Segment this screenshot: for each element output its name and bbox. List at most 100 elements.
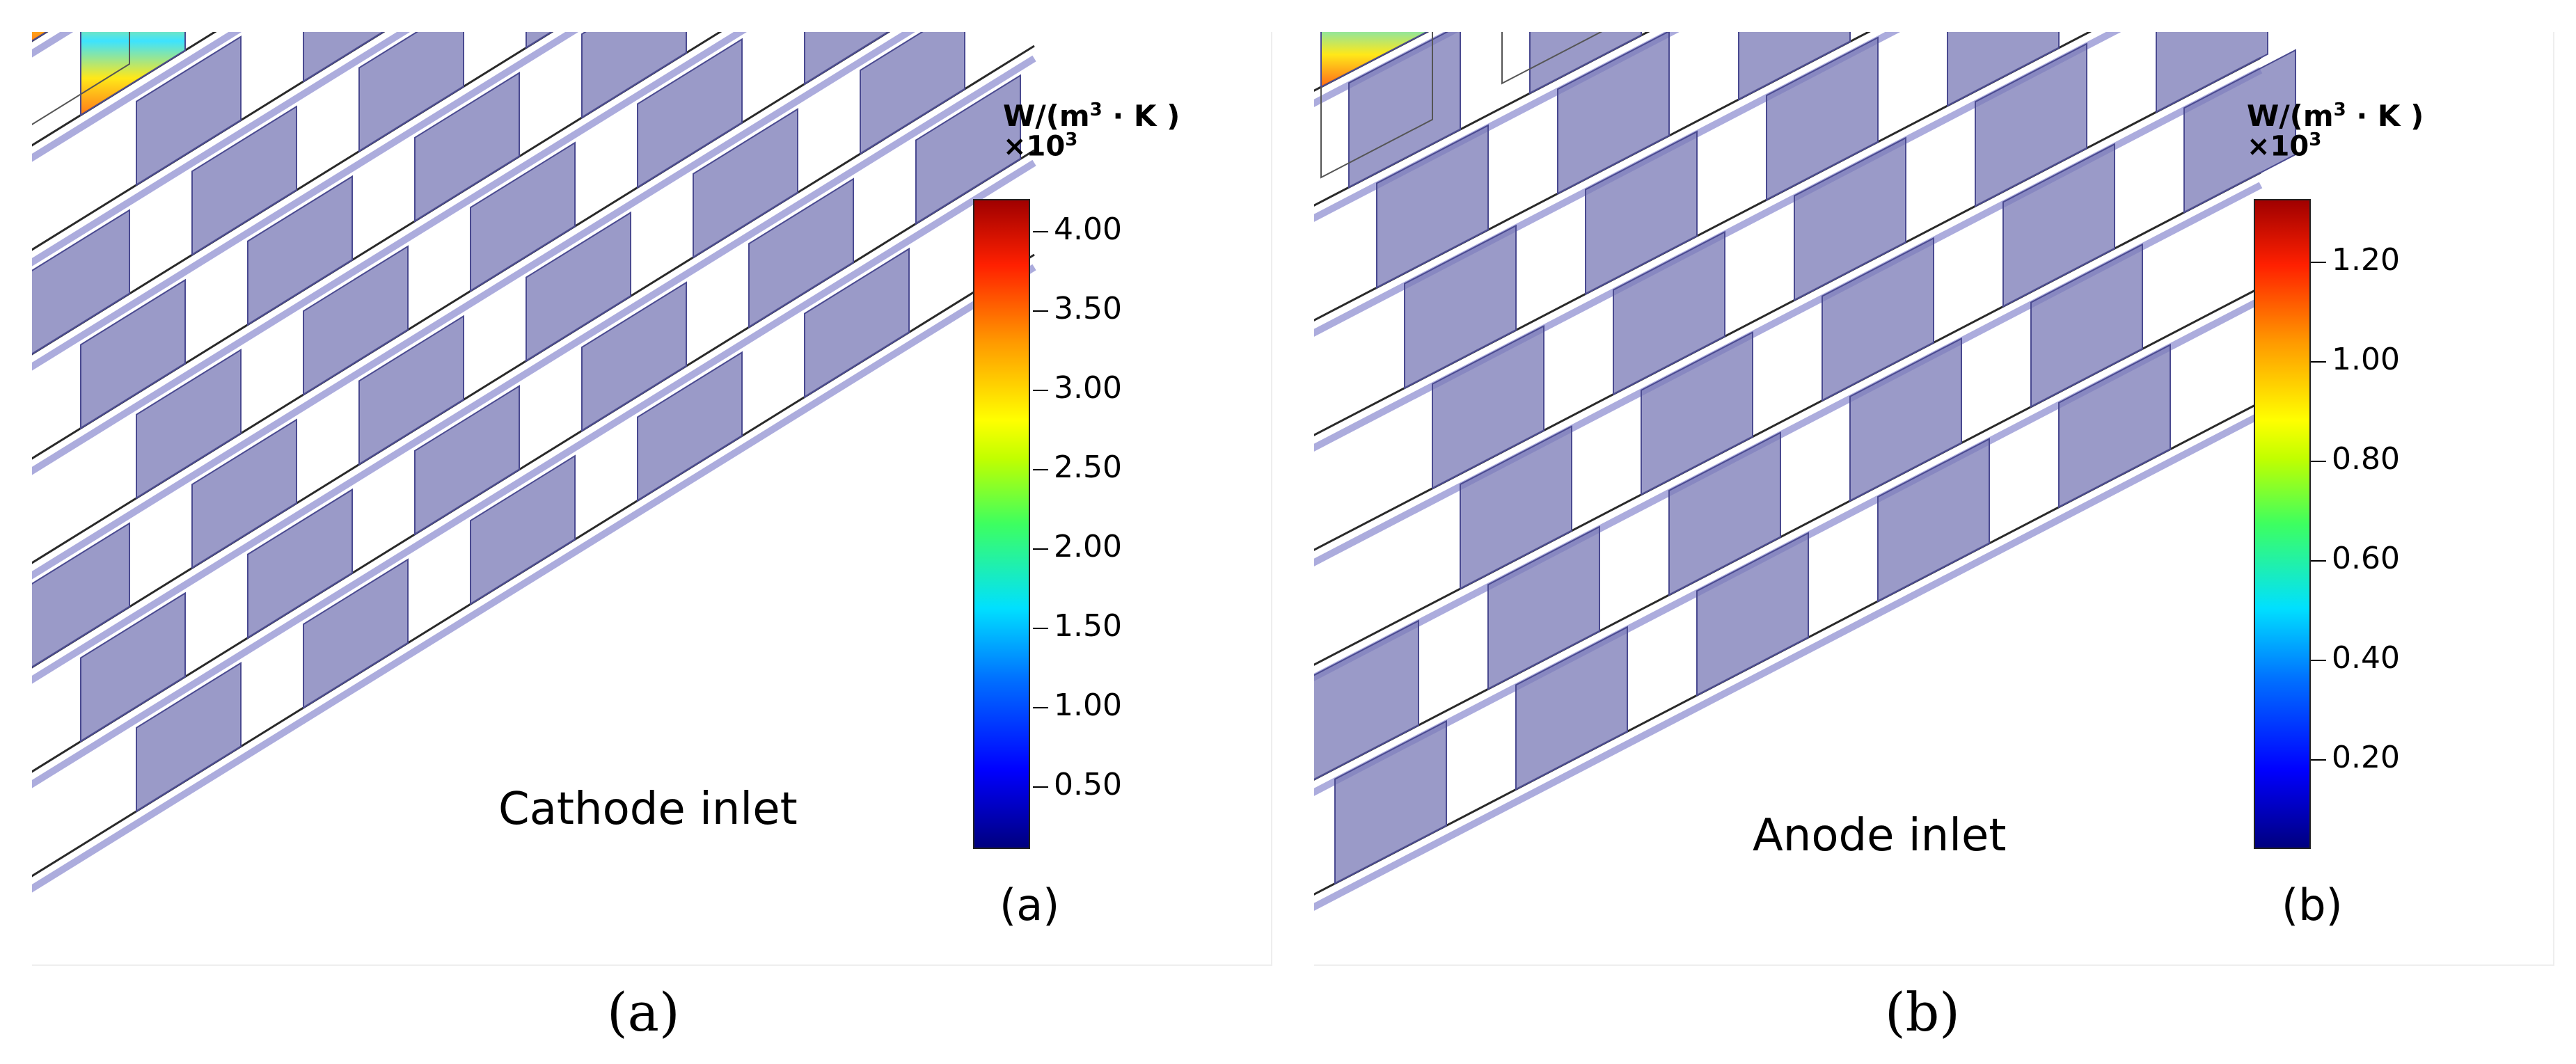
colorbar-tick-label: 1.00 — [2311, 342, 2400, 377]
fin — [303, 32, 385, 83]
fin — [693, 108, 798, 259]
colorbar-tick-label: 2.50 — [1033, 450, 1122, 485]
panel-inner-letter: (a) — [999, 880, 1060, 930]
fin — [247, 488, 353, 640]
cathode-flow-field-plot — [32, 32, 1036, 893]
fin — [1641, 331, 1753, 496]
fin — [80, 278, 186, 430]
fin — [2058, 343, 2171, 509]
colorbar-tick-label: 3.50 — [1033, 291, 1122, 326]
fin — [1432, 324, 1544, 490]
channel-rib — [32, 159, 1036, 788]
fin — [2002, 143, 2115, 308]
fin — [303, 558, 409, 709]
channel-box — [32, 32, 130, 125]
channel-rib — [32, 32, 915, 580]
channel-rib — [32, 32, 411, 267]
fin — [1849, 337, 1962, 502]
colorbar-scale: ×103 — [2247, 129, 2322, 163]
fin — [1738, 32, 1851, 101]
fin — [1794, 136, 1906, 302]
inlet-label: Cathode inlet — [498, 784, 798, 835]
colorbar — [973, 199, 1030, 849]
colorbar-tick-label: 0.20 — [2311, 740, 2400, 775]
fin — [1460, 425, 1572, 590]
flow-field-geometry — [1314, 32, 2296, 911]
fin — [136, 349, 242, 500]
channel-box — [1501, 32, 1603, 85]
fin — [358, 315, 464, 466]
fin — [191, 418, 297, 569]
fin — [1975, 42, 2087, 207]
fin — [1947, 32, 2060, 107]
colorbar-scale: ×103 — [1003, 129, 1078, 163]
colorbar-tick-label: 1.50 — [1033, 608, 1122, 644]
fin — [860, 32, 965, 155]
colorbar-tick-label: 0.50 — [1033, 767, 1122, 802]
heated-fin — [32, 32, 48, 42]
fin — [1515, 626, 1628, 791]
fin — [1376, 124, 1489, 289]
fin — [1822, 237, 1934, 402]
fin — [526, 32, 553, 49]
colorbar-units: W/(m3 · K ) — [1003, 99, 1180, 133]
channel-box — [1320, 32, 1433, 179]
fin — [1696, 532, 1809, 697]
fin — [2156, 32, 2268, 113]
colorbar-tick-label: 1.20 — [2311, 242, 2400, 278]
panel-inner-letter: (b) — [2282, 880, 2343, 930]
fin — [32, 522, 130, 668]
fin — [526, 211, 631, 363]
fin — [1877, 438, 1990, 603]
colorbar-tick-label: 0.80 — [2311, 441, 2400, 477]
fin — [1314, 619, 1419, 781]
channel-rib — [32, 32, 578, 371]
colorbar-tick-label: 0.60 — [2311, 541, 2400, 576]
caption-a: (a) — [607, 981, 680, 1043]
channel-rib — [32, 264, 1036, 893]
fin — [136, 662, 242, 813]
fin — [637, 38, 743, 189]
colorbar-tick-label: 4.00 — [1033, 212, 1122, 247]
fin — [136, 35, 242, 186]
channel-rib — [1314, 411, 2263, 911]
colorbar-tick-label: 0.40 — [2311, 640, 2400, 676]
fin — [581, 32, 687, 119]
colorbar — [2254, 199, 2311, 849]
fin — [915, 74, 1021, 225]
inlet-label: Anode inlet — [1753, 810, 2007, 861]
fin — [32, 209, 130, 355]
fin — [1404, 224, 1517, 390]
colorbar-units: W/(m3 · K ) — [2247, 99, 2424, 133]
fin — [748, 177, 854, 328]
fin — [414, 72, 520, 223]
colorbar-tick-label: 2.00 — [1033, 529, 1122, 564]
channel-rail — [32, 32, 554, 356]
channel-rib — [32, 55, 1036, 684]
fin — [358, 32, 464, 153]
heated-fin — [1320, 32, 1429, 88]
fin — [191, 105, 297, 256]
flow-field-geometry — [32, 32, 1036, 893]
fin — [414, 385, 520, 536]
fin — [80, 591, 186, 743]
fin — [2030, 243, 2143, 408]
fin — [1487, 525, 1600, 690]
fin — [470, 141, 576, 292]
fin — [581, 281, 687, 432]
fin — [470, 454, 576, 605]
fin — [804, 32, 890, 86]
fin — [1334, 720, 1447, 885]
fin — [804, 247, 910, 399]
heated-fin — [80, 32, 186, 117]
panel-b: W/(m3 · K ) ×103 1.20 1.00 0.80 0.60 0.40 0.2… — [1314, 32, 2554, 966]
fin — [1668, 431, 1781, 596]
fin — [637, 351, 743, 502]
channel-rib — [32, 32, 747, 475]
fin — [1585, 130, 1698, 296]
fin — [247, 175, 353, 326]
fin — [1766, 36, 1879, 201]
fin — [1613, 230, 1725, 396]
anode-flow-field-plot — [1314, 32, 2296, 911]
